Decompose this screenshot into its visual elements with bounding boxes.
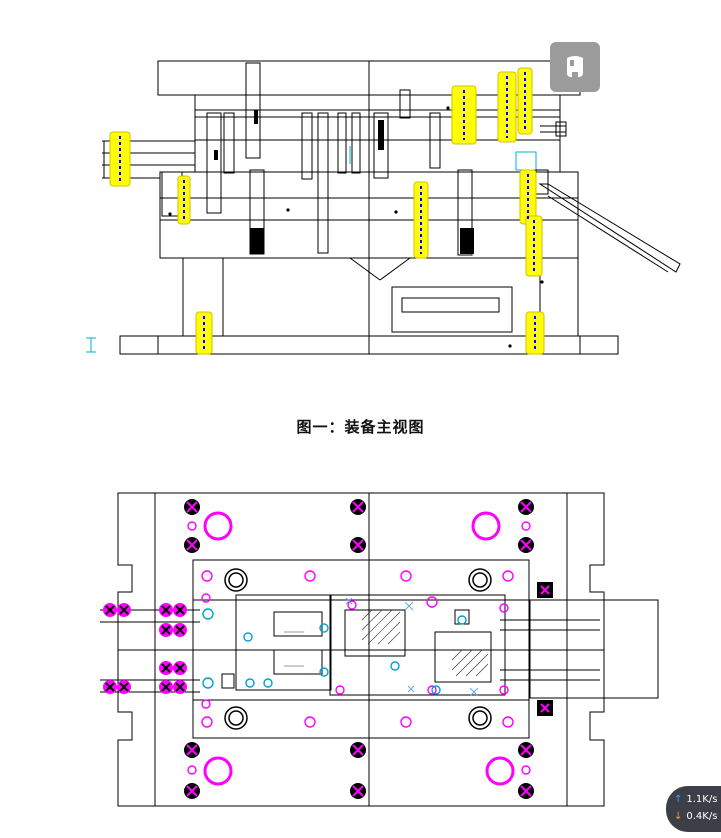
mold-front-view-drawing bbox=[86, 60, 681, 355]
download-speed: ↓ 0.4K/s bbox=[674, 811, 718, 822]
tooth-icon bbox=[567, 56, 583, 77]
figure-caption: 图一：装备主视图 bbox=[296, 418, 425, 436]
upload-speed: ↑ 1.1K/s bbox=[674, 794, 718, 805]
network-speed-widget: ↑ 1.1K/s ↓ 0.4K/s bbox=[666, 786, 721, 832]
arrow-up-icon: ↑ bbox=[674, 794, 683, 805]
arrow-down-icon: ↓ bbox=[674, 811, 683, 822]
float-action-button[interactable] bbox=[550, 42, 600, 92]
